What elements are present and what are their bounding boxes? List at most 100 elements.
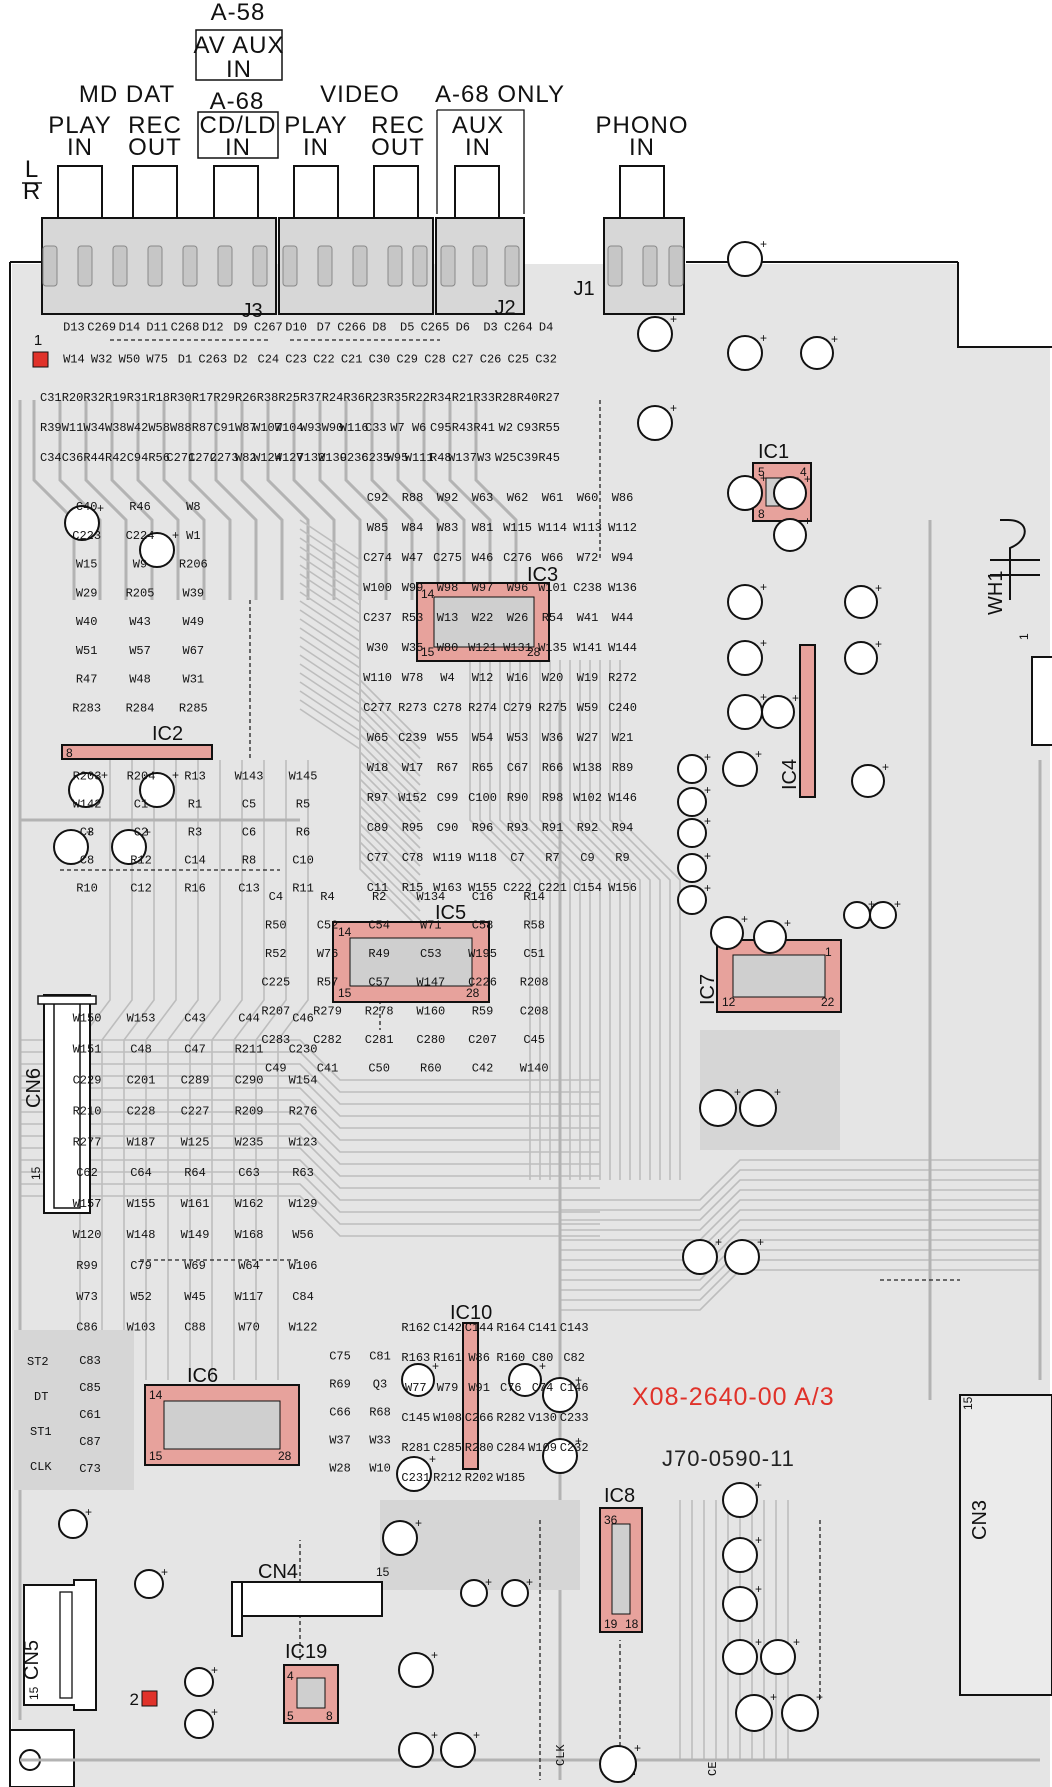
ref-designator: W137 — [448, 451, 477, 465]
ref-designator: R63 — [292, 1166, 314, 1180]
ref-designator: C224 — [126, 529, 155, 543]
ref-designator: W15 — [76, 558, 98, 572]
svg-text:+: + — [211, 1663, 218, 1677]
ref-designator: C268 — [171, 320, 200, 334]
ref-designator: C49 — [265, 1061, 287, 1075]
ref-designator: W45 — [184, 1290, 206, 1304]
ref-designator: W82 — [235, 451, 257, 465]
ref-designator: R272 — [608, 671, 637, 685]
ref-designator: R283 — [72, 701, 101, 715]
ref-designator: R95 — [402, 821, 424, 835]
ref-designator: C263 — [198, 352, 227, 366]
svg-text:+: + — [770, 1690, 777, 1704]
capacitor — [184, 1709, 214, 1739]
ref-designator: C279 — [503, 701, 532, 715]
svg-text:+: + — [792, 691, 799, 705]
ref-designator: R69 — [329, 1378, 351, 1392]
ic5-pin-15: 15 — [338, 986, 352, 1000]
label-video: VIDEO — [320, 81, 400, 108]
capacitor — [800, 336, 834, 370]
label-st2: ST2 — [27, 1355, 49, 1369]
ref-designator: R203 — [73, 770, 102, 784]
svg-text:+: + — [431, 1648, 438, 1662]
ref-designator: R14 — [523, 890, 545, 904]
ref-designator: R209 — [235, 1104, 264, 1118]
ref-designator: W26 — [507, 611, 529, 625]
capacitor — [722, 1586, 758, 1622]
ref-designator: R207 — [261, 1004, 290, 1018]
ref-designator: W77 — [405, 1381, 427, 1395]
ic2-label: IC2 — [152, 723, 183, 745]
ref-designator: W19 — [577, 671, 599, 685]
capacitor — [727, 335, 763, 371]
ref-designator: R205 — [126, 586, 155, 600]
ref-designator: C236 — [340, 451, 369, 465]
ref-designator: C283 — [261, 1033, 290, 1047]
ref-designator: W3 — [477, 451, 491, 465]
ref-designator: W58 — [148, 421, 170, 435]
ref-designator: R87 — [192, 421, 214, 435]
ref-designator: C51 — [523, 947, 545, 961]
ref-designator: W32 — [91, 352, 113, 366]
ref-designator: C272 — [188, 451, 217, 465]
capacitor — [843, 901, 871, 929]
ic5-label: IC5 — [435, 902, 466, 924]
ref-designator: C222 — [503, 881, 532, 895]
ref-designator: W9 — [133, 558, 147, 572]
ref-designator: W86 — [468, 1351, 490, 1365]
capacitor — [753, 920, 787, 954]
ref-designator: C100 — [468, 791, 497, 805]
capacitor — [844, 585, 878, 619]
ref-designator: R39 — [40, 421, 62, 435]
ref-designator: R27 — [538, 391, 560, 405]
ref-designator: R26 — [235, 391, 257, 405]
svg-text:+: + — [172, 768, 179, 782]
ref-designator: C282 — [313, 1033, 342, 1047]
label-out-2: OUT — [371, 134, 425, 161]
ref-designator: W120 — [73, 1228, 102, 1242]
ref-designator: W110 — [363, 671, 392, 685]
ref-designator: C91 — [213, 421, 235, 435]
ref-designator: C39 — [517, 451, 539, 465]
capacitor — [401, 1363, 435, 1397]
ref-designator: W129 — [289, 1197, 318, 1211]
capacitor — [727, 640, 763, 676]
ref-designator: D5 — [400, 320, 414, 334]
ic19: IC19 4 5 8 — [283, 1641, 339, 1724]
ref-designator: W119 — [433, 851, 462, 865]
ref-designator: W102 — [573, 791, 602, 805]
svg-text:+: + — [760, 636, 767, 650]
capacitor — [382, 1520, 418, 1556]
svg-text:+: + — [704, 881, 711, 895]
ref-designator: W91 — [468, 1381, 490, 1395]
ref-designator: W50 — [119, 352, 141, 366]
board-notch — [958, 264, 1052, 347]
ref-designator: R16 — [184, 882, 206, 896]
ref-designator: R37 — [300, 391, 322, 405]
svg-text:+: + — [784, 916, 791, 930]
capacitor — [722, 751, 758, 787]
ref-designator: C231 — [401, 1471, 430, 1485]
ref-designator: R276 — [289, 1104, 318, 1118]
capacitor — [699, 1089, 737, 1127]
ref-designator: W71 — [420, 919, 442, 933]
label-av-aux: AV AUX — [194, 32, 285, 59]
ref-designator: R24 — [322, 391, 344, 405]
ref-designator: V132 — [296, 451, 325, 465]
ref-designator: W75 — [146, 352, 168, 366]
svg-text:+: + — [704, 750, 711, 764]
svg-text:+: + — [755, 747, 762, 761]
ref-designator: C143 — [560, 1321, 589, 1335]
cn4-label: CN4 — [258, 1561, 298, 1583]
cn6: CN6 15 — [23, 994, 97, 1214]
ref-designator: W61 — [542, 491, 564, 505]
ref-designator: W63 — [472, 491, 494, 505]
ref-designator: W163 — [433, 881, 462, 895]
ref-designator: R18 — [148, 391, 170, 405]
cn5-pin-15: 15 — [27, 1686, 41, 1700]
pcb-number: J70-0590-11 — [662, 1446, 795, 1471]
ref-designator: D7 — [317, 320, 331, 334]
ref-designator: W185 — [496, 1471, 525, 1485]
svg-text:+: + — [804, 472, 811, 486]
ref-designator: R212 — [433, 1471, 462, 1485]
